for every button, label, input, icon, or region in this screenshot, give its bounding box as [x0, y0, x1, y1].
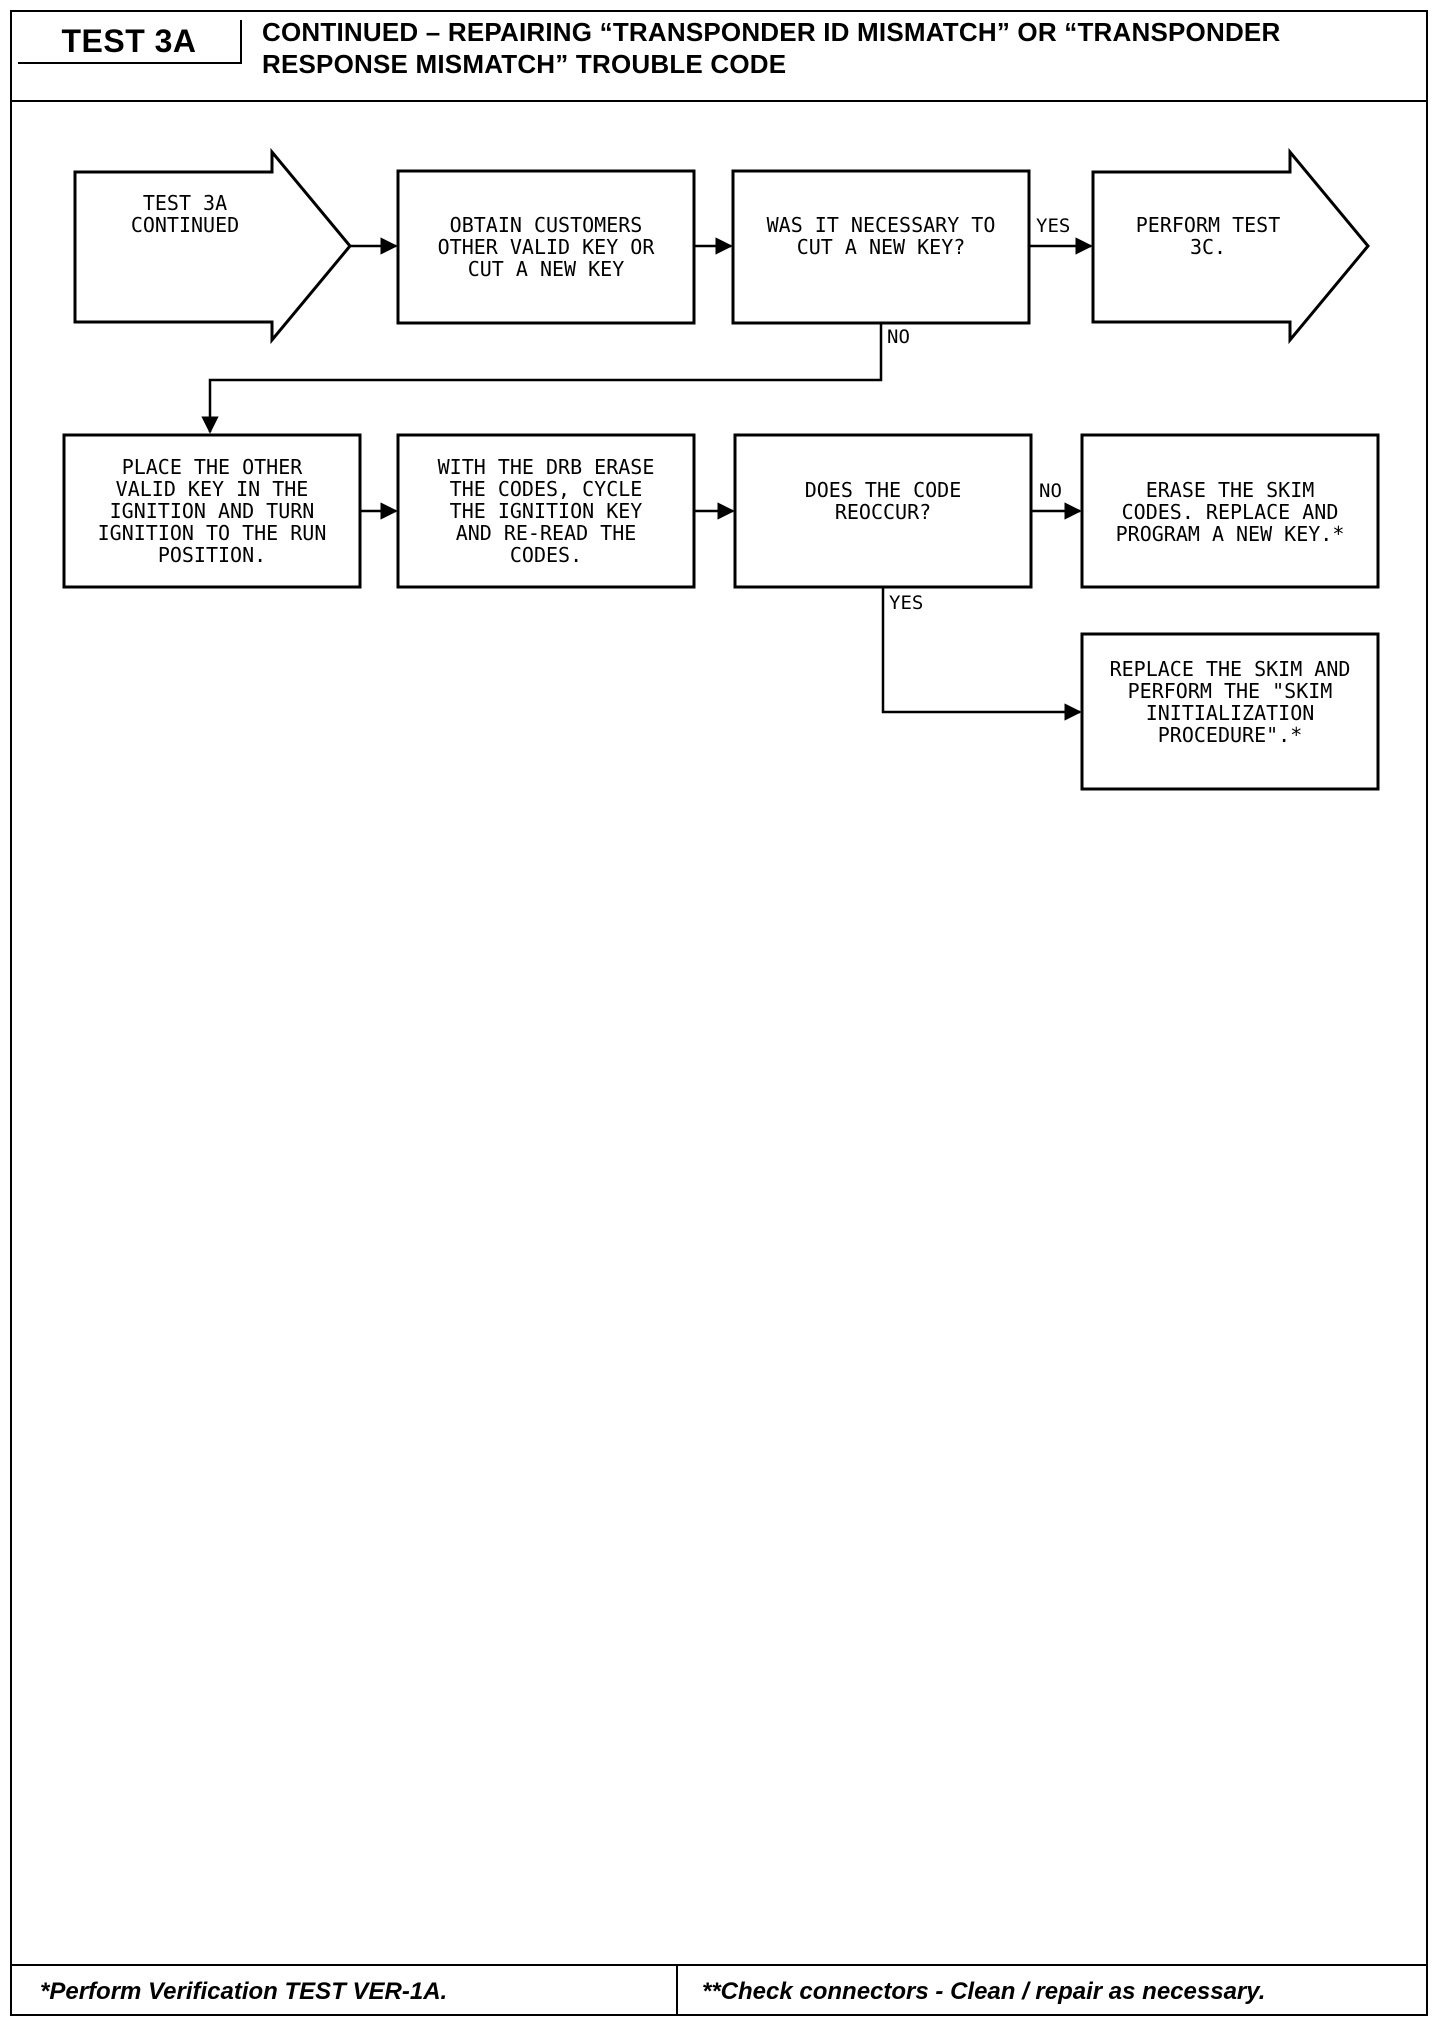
text-line: CUT A NEW KEY?: [797, 235, 966, 259]
erase-skim-box: [1080, 433, 1380, 589]
title-line-1: CONTINUED – REPAIRING “TRANSPONDER ID MI…: [262, 17, 1281, 47]
text-line: POSITION.: [158, 543, 266, 567]
connector-no-to-place-key: [201, 323, 883, 434]
text-line: PROGRAM A NEW KEY.*: [1116, 522, 1345, 546]
text-line: PROCEDURE".*: [1158, 723, 1303, 747]
text-line: 3C.: [1190, 235, 1226, 259]
text-line: PLACE THE OTHER: [122, 455, 304, 479]
text-line: OBTAIN CUSTOMERS: [450, 213, 643, 237]
decision-cut-key-box: [731, 169, 1031, 325]
text-line: IGNITION TO THE RUN: [98, 521, 327, 545]
text-line: DOES THE CODE: [805, 478, 962, 502]
erase-cycle-box: [396, 433, 696, 589]
page-footer: *Perform Verification TEST VER-1A. **Che…: [12, 1964, 1426, 2014]
perform-test-3c-arrow-shape: [1091, 147, 1370, 345]
footer-divider: [676, 1966, 678, 2014]
branch-label-no-1: NO: [887, 326, 910, 348]
replace-skim-box: [1080, 632, 1380, 791]
footer-note-verification: *Perform Verification TEST VER-1A.: [40, 1978, 448, 2005]
page-header: TEST 3A CONTINUED – REPAIRING “TRANSPOND…: [12, 12, 1426, 102]
text-line: REOCCUR?: [835, 500, 931, 524]
footer-note-connectors: **Check connectors - Clean / repair as n…: [702, 1978, 1266, 2005]
text-line: VALID KEY IN THE: [116, 477, 309, 501]
text-line: AND RE-READ THE: [456, 521, 637, 545]
text-line: TEST 3A: [143, 191, 227, 215]
text-line: REPLACE THE SKIM AND: [1110, 657, 1351, 681]
text-line: IGNITION AND TURN: [110, 499, 315, 523]
text-line: WAS IT NECESSARY TO: [767, 213, 996, 237]
text-line: THE IGNITION KEY: [450, 499, 643, 523]
text-line: PERFORM THE "SKIM: [1128, 679, 1333, 703]
text-line: CUT A NEW KEY: [468, 257, 625, 281]
page-title: CONTINUED – REPAIRING “TRANSPONDER ID MI…: [262, 16, 1382, 80]
diagnostic-page: TEST 3A CONTINUED – REPAIRING “TRANSPOND…: [10, 10, 1428, 2016]
place-key-box: [62, 433, 362, 589]
text-line: CODES.: [510, 543, 582, 567]
text-line: CONTINUED: [131, 213, 239, 237]
branch-label-yes-1: YES: [1036, 215, 1070, 237]
text-line: INITIALIZATION: [1146, 701, 1315, 725]
branch-label-yes-2: YES: [889, 592, 923, 614]
title-line-2: RESPONSE MISMATCH” TROUBLE CODE: [262, 49, 787, 79]
branch-label-no-2: NO: [1039, 480, 1062, 502]
connector-yes-to-replace-skim: [881, 587, 1082, 721]
text-line: THE CODES, CYCLE: [450, 477, 643, 501]
test-label: TEST 3A: [18, 20, 242, 64]
text-line: WITH THE DRB ERASE: [438, 455, 655, 479]
obtain-key-box: [396, 169, 696, 325]
text-line: OTHER VALID KEY OR: [438, 235, 656, 259]
text-line: CODES. REPLACE AND: [1122, 500, 1339, 524]
text-line: PERFORM TEST: [1136, 213, 1281, 237]
start-arrow-shape: [73, 147, 352, 345]
text-line: ERASE THE SKIM: [1146, 478, 1315, 502]
decision-reoccur-box: [733, 433, 1033, 589]
